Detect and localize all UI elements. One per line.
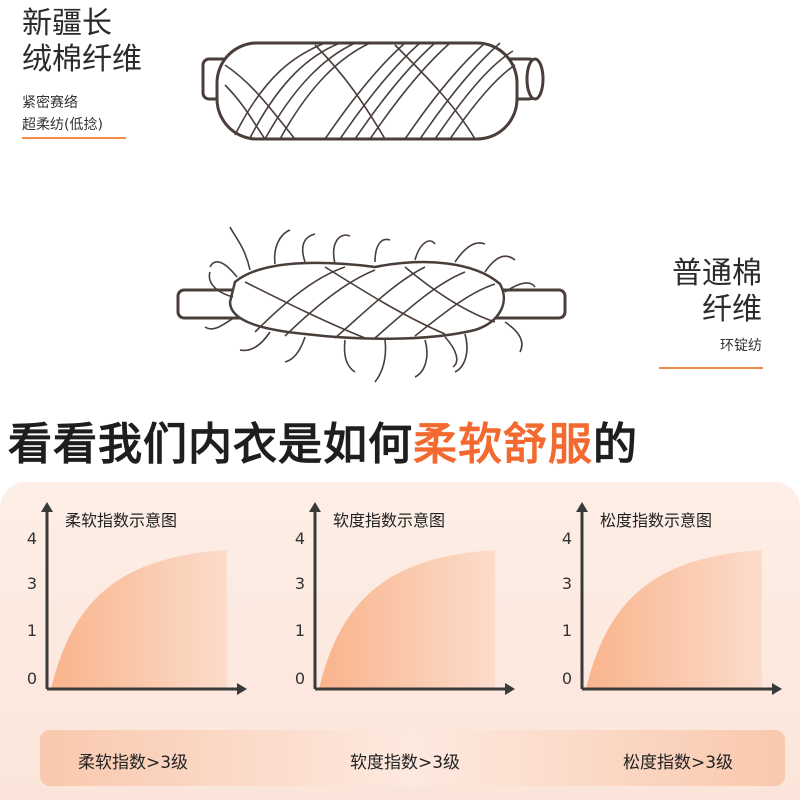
curve-area (51, 550, 227, 689)
page-headline: 看看我们内衣是如何柔软舒服的 (8, 419, 638, 470)
tight-yarn-illustration (201, 41, 545, 141)
curve-area (319, 550, 495, 689)
y-tick-label: 0 (27, 669, 37, 688)
y-axis-arrow (309, 502, 321, 512)
y-tick-label: 3 (295, 574, 305, 593)
regular-fiber-title: 普通棉 纤维 (672, 256, 762, 327)
chart-title: 柔软指数示意图 (65, 511, 177, 530)
y-axis-arrow (576, 502, 588, 512)
fuzzy-yarn-illustration (176, 226, 567, 383)
softness-level-label: 柔软指数>3级 (78, 753, 189, 773)
accent-underline (659, 367, 763, 369)
summary-bar (40, 730, 785, 786)
looseness-level-label: 松度指数>3级 (623, 753, 734, 773)
curve-area (586, 550, 762, 689)
y-tick-label: 3 (27, 574, 37, 593)
y-tick-label: 0 (562, 669, 572, 688)
y-tick-label: 3 (562, 574, 572, 593)
y-axis-arrow (41, 502, 53, 512)
headline-highlight: 柔软舒服 (413, 419, 593, 470)
x-axis-arrow (237, 683, 247, 695)
x-axis-arrow (505, 683, 515, 695)
y-tick-label: 4 (27, 529, 37, 548)
y-tick-label: 1 (562, 621, 572, 640)
index-charts: 柔软指数示意图 0 1 3 4 软度指数示意图 0 1 3 4 松度指数示意图 0 1 3 4 (27, 502, 782, 695)
y-tick-label: 1 (295, 621, 305, 640)
chart-title: 松度指数示意图 (600, 511, 712, 530)
premium-fiber-title: 新疆长 绒棉纤维 (22, 6, 142, 77)
tenderness-level-label: 软度指数>3级 (350, 753, 461, 773)
y-tick-label: 4 (295, 529, 305, 548)
x-axis-arrow (772, 683, 782, 695)
accent-underline (22, 137, 126, 139)
y-tick-label: 1 (27, 621, 37, 640)
chart-title: 软度指数示意图 (333, 511, 445, 530)
y-tick-label: 0 (295, 669, 305, 688)
premium-fiber-subtitle: 紧密赛络 超柔纺(低捻) (22, 95, 103, 133)
regular-fiber-subtitle: 环锭纺 (720, 338, 762, 354)
y-tick-label: 4 (562, 529, 572, 548)
